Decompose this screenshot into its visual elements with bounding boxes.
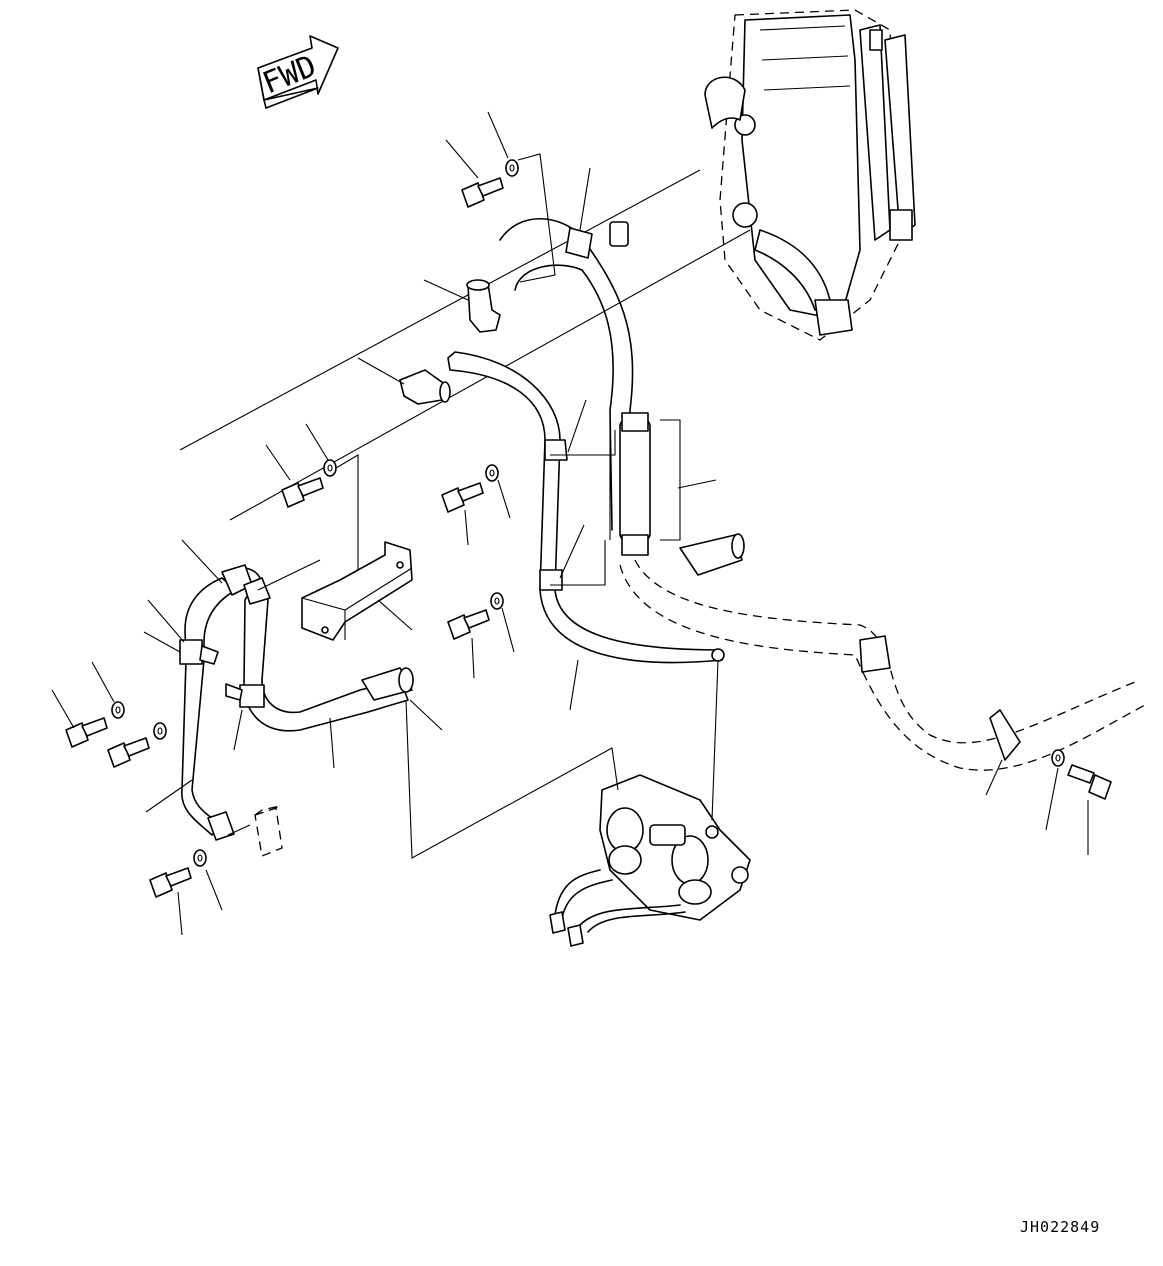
callout-leaders [51,111,1089,936]
oil-cooler-assembly [704,9,916,341]
drawing-code: JH022849 [1020,1218,1100,1236]
bolt-icon [461,177,504,208]
hose-clamp-left-2 [239,684,265,708]
cooler-fitting-top [869,29,883,51]
hose-sleeve [609,412,681,556]
hose-clamp-middle-2 [539,569,563,591]
bracket-icon [301,541,413,641]
bolt-icon [65,717,108,748]
washer-icon [323,459,337,477]
hose-clamp-mid-right [859,635,891,673]
hose-end-fitting [711,648,725,662]
washer-icon [153,722,167,740]
clamp-tab [199,645,219,665]
elbow-fitting-left-2 [243,577,271,605]
hose-clamp-middle-1 [544,439,568,461]
spacer [609,221,629,247]
left-hose-assembly [179,564,414,841]
fitting-small-2 [567,924,584,947]
washer-icon [111,701,125,719]
clamp-tab-2 [225,683,243,701]
fitting-small-1 [549,911,566,934]
washer-icon [193,849,207,867]
valve-assembly-icon [549,774,751,947]
bolt-icon [441,482,484,513]
sleeve-clamp-bottom [621,534,649,556]
sleeve-clamp-top [621,412,649,432]
hose-clamp-right [989,709,1021,761]
upper-hose [499,218,634,531]
washer-icon [485,464,499,482]
bolt-icon [1067,764,1112,800]
washer-icon [1051,749,1065,767]
elbow-fitting-right [679,533,745,576]
elbow-fitting-upper [466,279,501,333]
bolt-icon [149,867,192,898]
elbow-fitting-lower [399,369,451,405]
hose-terminal [207,811,235,841]
spacer-block [254,805,283,857]
fwd-arrow-icon: FWD [257,35,339,109]
washer-icon [490,592,504,610]
cooler-port-lower [732,202,758,228]
washer-icon [505,159,519,177]
middle-hose [447,351,725,664]
hose-clamp-upper [565,227,593,259]
bolt-icon [281,477,324,508]
cooler-fitting-bottom [889,209,913,241]
bolt-icon-dashed [107,737,150,768]
hose-clamp-left [179,639,203,665]
bolt-icon [447,609,490,640]
dashed-hose-right [619,559,1146,771]
